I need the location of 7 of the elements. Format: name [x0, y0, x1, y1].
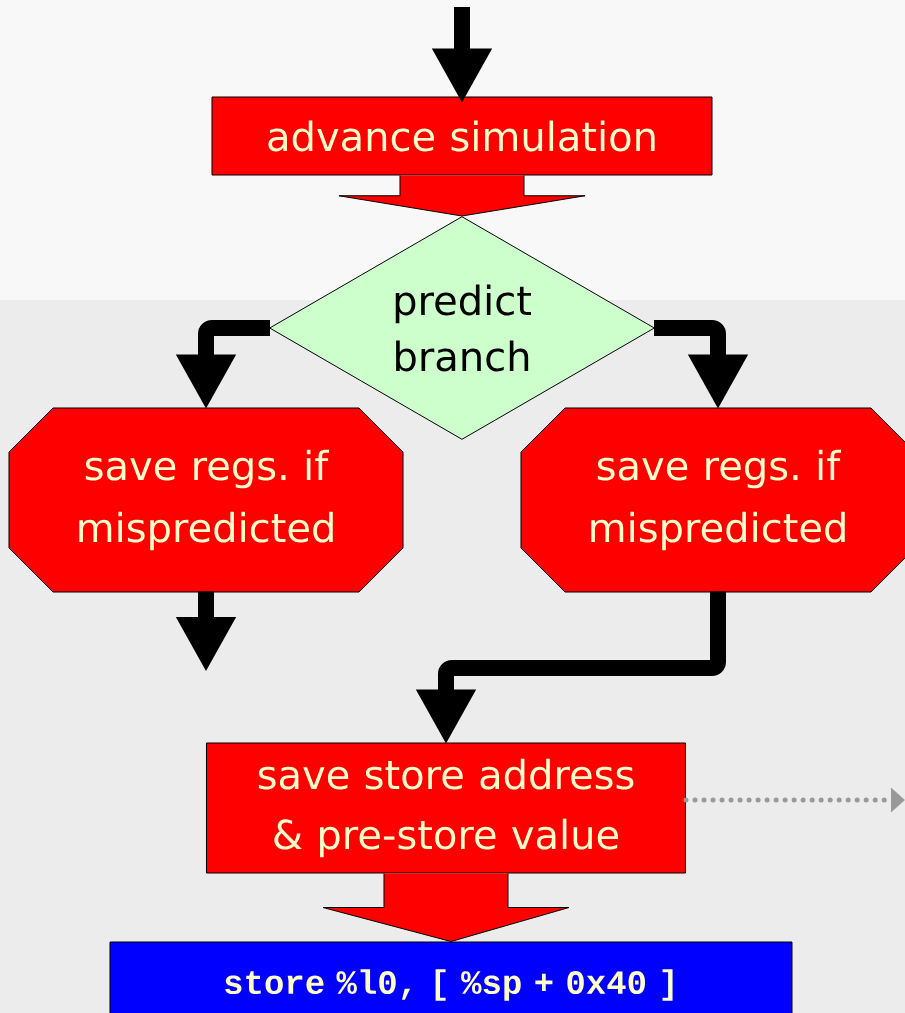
octagon-box: save regs. if mispredicted: [8, 407, 404, 593]
process-box: save store address & pre-store value: [206, 742, 686, 874]
octagon-box: save regs. if mispredicted: [520, 407, 905, 593]
code-box: store %l0, [ %sp + 0x40 ]: [109, 941, 793, 1013]
process-box: advance simulation: [211, 96, 713, 176]
fat-arrow: [322, 873, 570, 942]
fat-arrow: [338, 175, 586, 217]
